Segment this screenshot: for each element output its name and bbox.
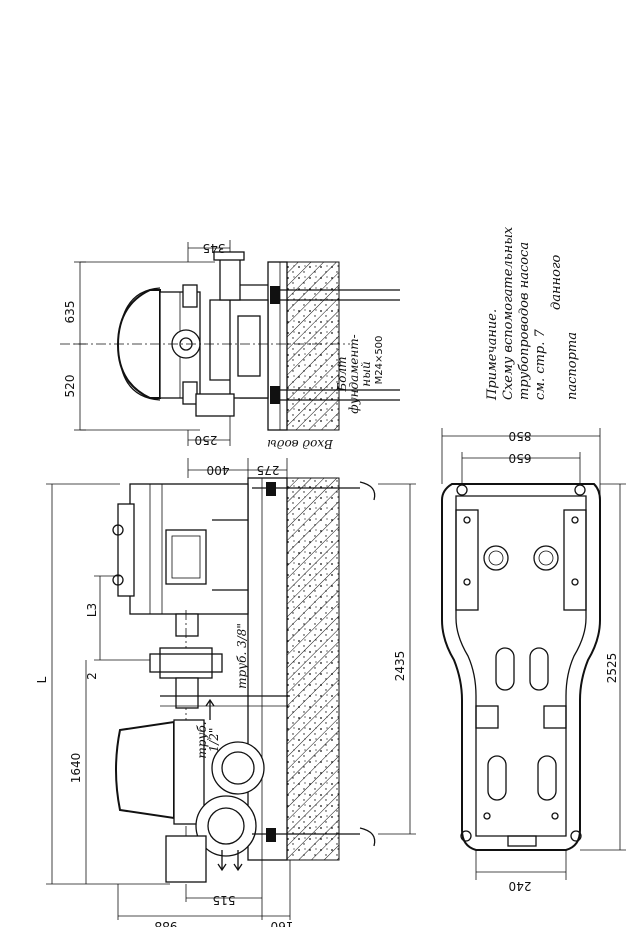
pipe-3-8-label: труб. 3/8": [235, 623, 249, 689]
dim-400: 400: [207, 463, 230, 477]
dim-520: 520: [63, 375, 77, 398]
dim-515: 515: [213, 893, 236, 907]
water-inlet-label: Вход воды: [267, 437, 334, 451]
dim-2435: 2435: [393, 651, 407, 682]
note-block: Примечание. Схему вспомогательных трубоп…: [485, 226, 580, 401]
note-line5: данного: [549, 254, 564, 310]
dim-650: 650: [509, 451, 532, 465]
base-plate-outline: [441, 483, 601, 851]
dim-2: 2: [85, 672, 99, 680]
dim-240: 240: [509, 879, 532, 893]
pump-body: [115, 720, 175, 820]
dim-250: 250: [195, 433, 218, 447]
bolt-label-line3: ный: [359, 361, 373, 386]
dim-2525: 2525: [605, 653, 619, 684]
note-line3: трубопроводов насоса: [517, 242, 532, 400]
dim-160: 160: [271, 919, 294, 927]
motor-body: [129, 483, 249, 615]
end-view: [60, 240, 400, 446]
dim-275: 275: [257, 463, 280, 477]
volute-outline: [116, 289, 161, 399]
coupling: [159, 647, 213, 679]
note-line4: см. стр. 7: [533, 328, 548, 400]
base-plate-plan: [441, 428, 626, 880]
dim-850: 850: [509, 429, 532, 443]
note-line6: паспорта: [565, 332, 580, 400]
side-view: [46, 458, 416, 920]
bolt-label-line2: фундамент-: [347, 334, 361, 413]
bolt-label-line1: Болт: [335, 356, 349, 392]
note-line2: Схему вспомогательных: [501, 226, 516, 400]
bolt-label: Болт фундамент- ный М24×500: [335, 334, 385, 413]
dim-988: 988: [155, 919, 178, 927]
bolt-label-line4: М24×500: [374, 336, 385, 385]
pipe-half-label-2: 1/2": [207, 728, 221, 753]
dim-L: L: [35, 676, 49, 683]
dim-1640: 1640: [69, 753, 83, 784]
pipe-half-label-1: труб.: [195, 721, 209, 758]
note-line1: Примечание.: [485, 309, 500, 401]
dim-345: 345: [203, 241, 226, 255]
dim-L3: L3: [85, 603, 99, 617]
dim-635: 635: [63, 301, 77, 324]
